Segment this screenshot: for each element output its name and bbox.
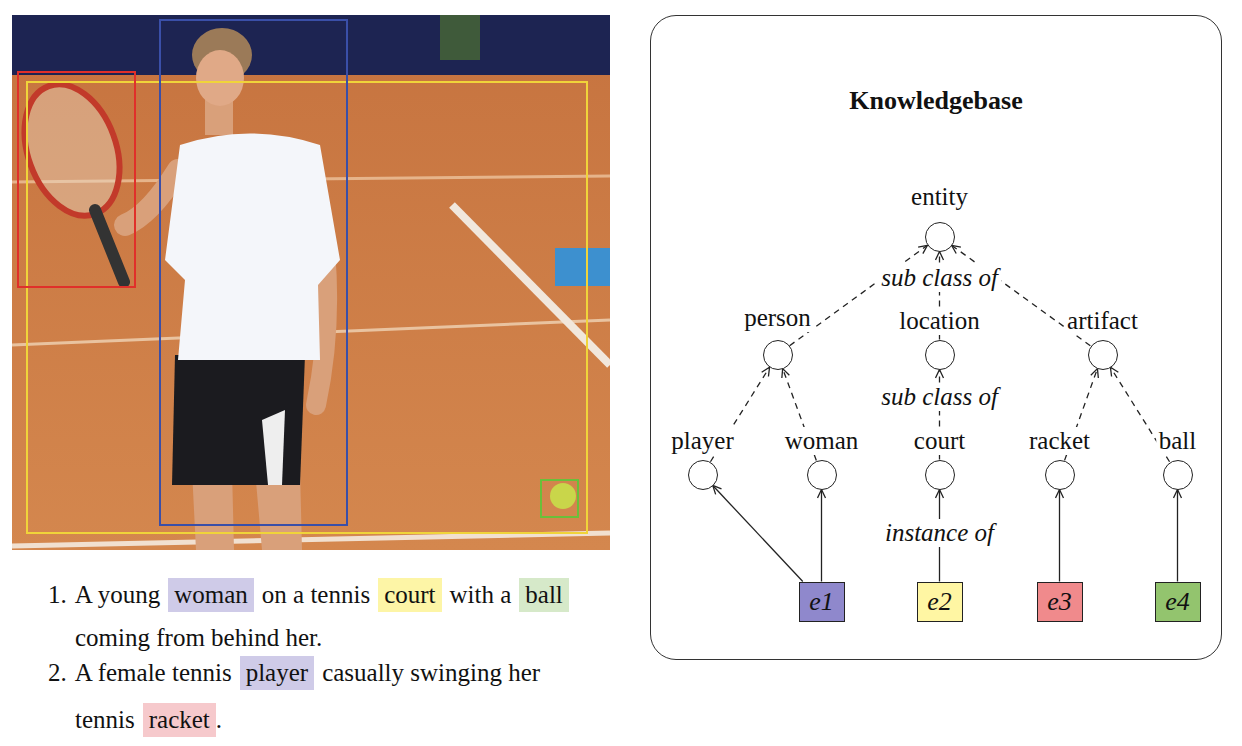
class-node: location <box>925 340 955 370</box>
class-node: court <box>925 460 955 490</box>
class-node: entity <box>925 222 955 252</box>
tennis-ball <box>550 483 576 509</box>
caption-text: casually swinging her <box>322 656 540 690</box>
class-label: entity <box>908 183 971 211</box>
class-label: ball <box>1156 427 1200 455</box>
caption-text: A young <box>75 578 160 612</box>
court-line <box>12 533 610 546</box>
class-label: artifact <box>1064 307 1141 335</box>
plant <box>440 15 480 60</box>
highlighted-word: player <box>240 656 314 690</box>
caption-text: tennis <box>75 703 135 737</box>
class-node: artifact <box>1088 340 1118 370</box>
caption-text: with a <box>450 578 512 612</box>
class-node: player <box>688 460 718 490</box>
highlighted-word: racket <box>143 703 216 737</box>
skirt <box>172 355 305 485</box>
racket-bounding-box <box>18 72 135 287</box>
entity-box: e2 <box>917 582 963 622</box>
racket-head <box>12 71 137 229</box>
caption-line: tennisracket. <box>75 703 230 737</box>
ball-bounding-box <box>541 480 578 517</box>
blue-sign <box>555 248 610 286</box>
class-label: person <box>741 304 814 332</box>
face <box>196 50 244 106</box>
caption-line: 1.A youngwomanon a tenniscourt with aball <box>48 578 577 612</box>
relation-label: sub class of <box>878 264 1001 292</box>
class-node: woman <box>807 460 837 490</box>
entity-box: e4 <box>1155 582 1201 622</box>
class-node: racket <box>1045 460 1075 490</box>
highlighted-word: court <box>378 578 441 612</box>
class-label: player <box>668 427 736 455</box>
caption-line: coming from behind her. <box>75 621 330 655</box>
shirt <box>165 134 340 361</box>
arm <box>125 170 178 225</box>
court-bounding-box <box>27 82 587 533</box>
caption-text: 1. <box>48 578 67 612</box>
relation-label: instance of <box>882 519 997 547</box>
class-node: ball <box>1163 460 1193 490</box>
caption-text: . <box>216 703 222 737</box>
instance-arrow <box>1059 490 1060 582</box>
caption-text: 2. <box>48 656 67 690</box>
skirt-stripe <box>262 410 285 485</box>
entity-label: e2 <box>927 587 952 617</box>
class-node: person <box>763 340 793 370</box>
panel-title: Knowledgebase <box>651 86 1221 116</box>
instance-arrow <box>821 490 822 582</box>
racket-handle <box>95 210 124 282</box>
class-label: court <box>911 427 968 455</box>
entity-box: e3 <box>1037 582 1083 622</box>
knowledgebase-panel: Knowledgebase entity person location artifac… <box>650 15 1222 660</box>
caption-text: coming from behind her. <box>75 621 322 655</box>
back-wall <box>12 15 610 75</box>
instance-arrow <box>1177 490 1178 582</box>
entity-label: e3 <box>1047 587 1072 617</box>
woman-bounding-box <box>160 20 347 525</box>
class-label: woman <box>782 427 862 455</box>
caption-text: on a tennis <box>262 578 370 612</box>
tennis-photo <box>12 15 610 550</box>
caption-line: 2.A female tennisplayercasually swinging… <box>48 656 548 690</box>
entity-label: e1 <box>809 587 834 617</box>
class-label: racket <box>1026 427 1093 455</box>
instance-arrow <box>713 485 803 581</box>
highlighted-word: ball <box>519 578 569 612</box>
entity-label: e4 <box>1165 587 1190 617</box>
highlighted-word: woman <box>168 578 254 612</box>
clay-court <box>12 15 610 550</box>
relation-label: sub class of <box>878 383 1001 411</box>
class-label: location <box>896 307 983 335</box>
connector-group <box>710 245 1177 581</box>
entity-box: e1 <box>799 582 845 622</box>
caption-text: A female tennis <box>75 656 232 690</box>
